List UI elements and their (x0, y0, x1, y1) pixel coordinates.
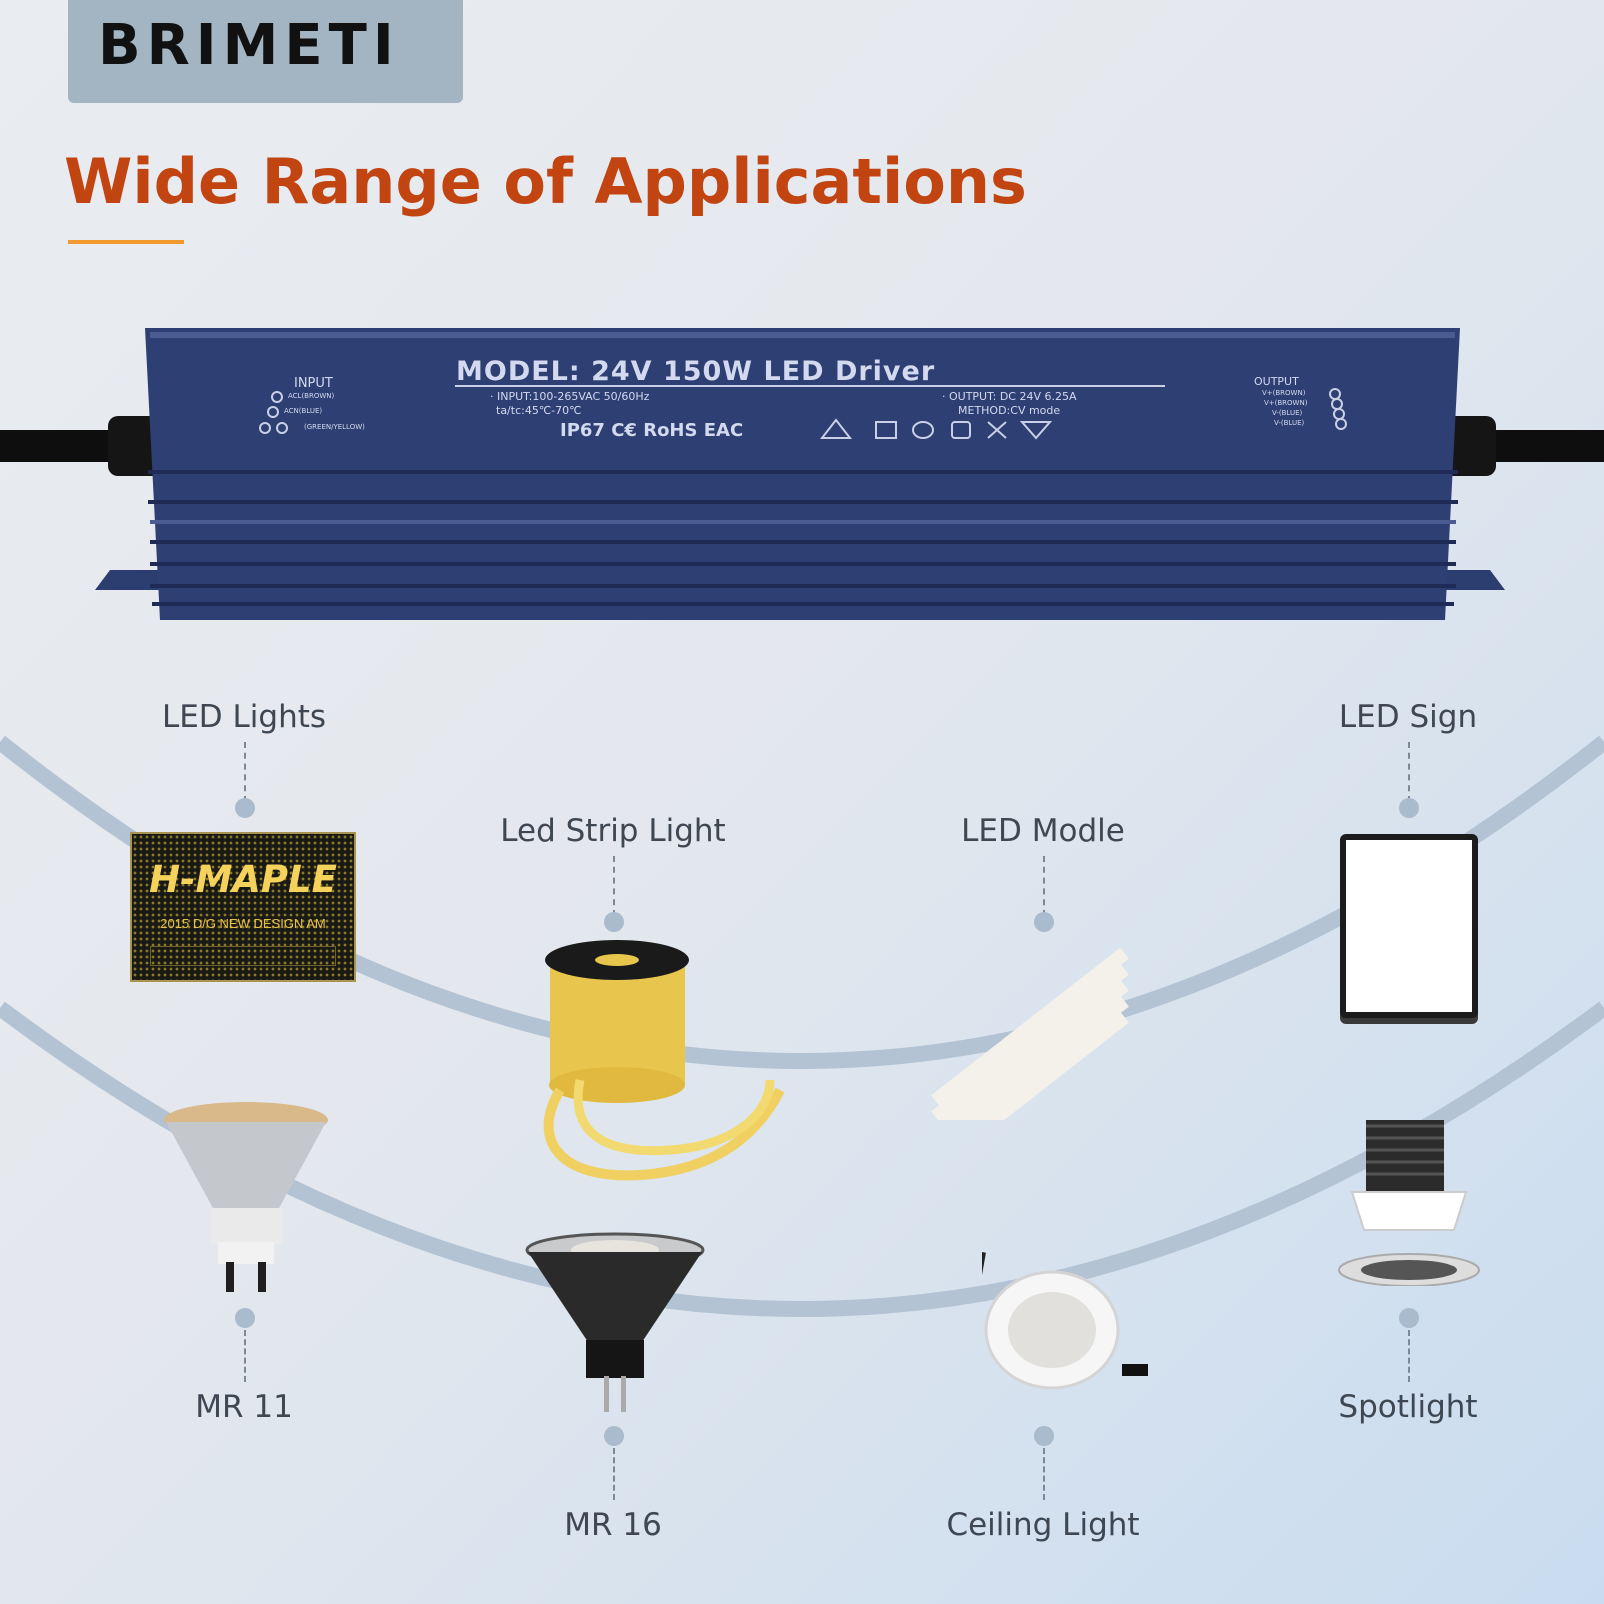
driver-cert-line: IP67 C€ RoHS EAC (560, 420, 744, 441)
driver-input-spec: · INPUT:100-265VAC 50/60Hz (490, 390, 650, 403)
connector-led-sign (1408, 742, 1410, 802)
dot-led-lights (235, 798, 255, 818)
driver-output-spec: · OUTPUT: DC 24V 6.25A (942, 390, 1077, 403)
dot-led-strip-light (604, 912, 624, 932)
label-mr11: MR 11 (195, 1389, 293, 1425)
driver-output-line-3: V-(BLUE) (1272, 409, 1303, 417)
driver-model-line: MODEL: 24V 150W LED Driver (456, 356, 936, 387)
connector-led-modle (1043, 856, 1045, 916)
spotlight-image (1338, 1120, 1480, 1286)
brand-logo: BRIMETI (98, 13, 400, 78)
dot-led-sign (1399, 798, 1419, 818)
label-spotlight: Spotlight (1338, 1389, 1478, 1425)
connector-mr11 (244, 1330, 246, 1382)
dot-mr16 (604, 1426, 624, 1446)
connector-led-strip-light (613, 856, 615, 916)
mr11-bulb-image (164, 1102, 328, 1292)
led-module-image (931, 947, 1129, 1120)
connector-spotlight (1408, 1330, 1410, 1382)
dot-mr11 (235, 1308, 255, 1328)
hmaple-sign-title: H-MAPLE (149, 858, 337, 901)
dot-led-modle (1034, 912, 1054, 932)
connector-led-lights (244, 742, 246, 802)
title-underline (68, 240, 184, 244)
label-ceiling-light: Ceiling Light (946, 1507, 1140, 1543)
led-strip-reel-image (543, 940, 785, 1181)
connector-mr16 (613, 1448, 615, 1500)
mr16-bulb-image (525, 1232, 705, 1412)
label-led-strip-light: Led Strip Light (500, 813, 726, 849)
label-mr16: MR 16 (564, 1507, 662, 1543)
driver-output-line-4: V-(BLUE) (1274, 419, 1305, 427)
led-lights-sign-image: H-MAPLE 2015 D/G NEW DESIGN AM (130, 832, 356, 982)
driver-output-line-2: V+(BROWN) (1264, 399, 1308, 407)
dot-spotlight (1399, 1308, 1419, 1328)
driver-input-header: INPUT (294, 376, 333, 391)
connector-ceiling-light (1043, 1448, 1045, 1500)
led-driver-image (0, 328, 1604, 620)
driver-temp-spec: ta/tc:45℃-70℃ (496, 404, 582, 417)
ceiling-light-image (982, 1252, 1148, 1390)
label-led-lights: LED Lights (161, 699, 327, 735)
driver-output-header: OUTPUT (1254, 375, 1299, 388)
label-led-sign: LED Sign (1338, 699, 1478, 735)
driver-input-line-1: ACL(BROWN) (288, 392, 335, 400)
page-title: Wide Range of Applications (64, 145, 1027, 218)
label-led-modle: LED Modle (961, 813, 1125, 849)
driver-output-line-1: V+(BROWN) (1262, 389, 1306, 397)
driver-input-line-2: ACN(BLUE) (284, 407, 323, 415)
driver-input-line-3: (GREEN/YELLOW) (304, 423, 365, 431)
brand-logo-box: BRIMETI (68, 0, 463, 103)
hmaple-sign-subtitle: 2015 D/G NEW DESIGN AM (160, 916, 326, 931)
driver-method-spec: METHOD:CV mode (958, 404, 1061, 417)
led-sign-panel-image (1340, 834, 1478, 1018)
dot-ceiling-light (1034, 1426, 1054, 1446)
hmaple-sign-footer (150, 946, 336, 966)
